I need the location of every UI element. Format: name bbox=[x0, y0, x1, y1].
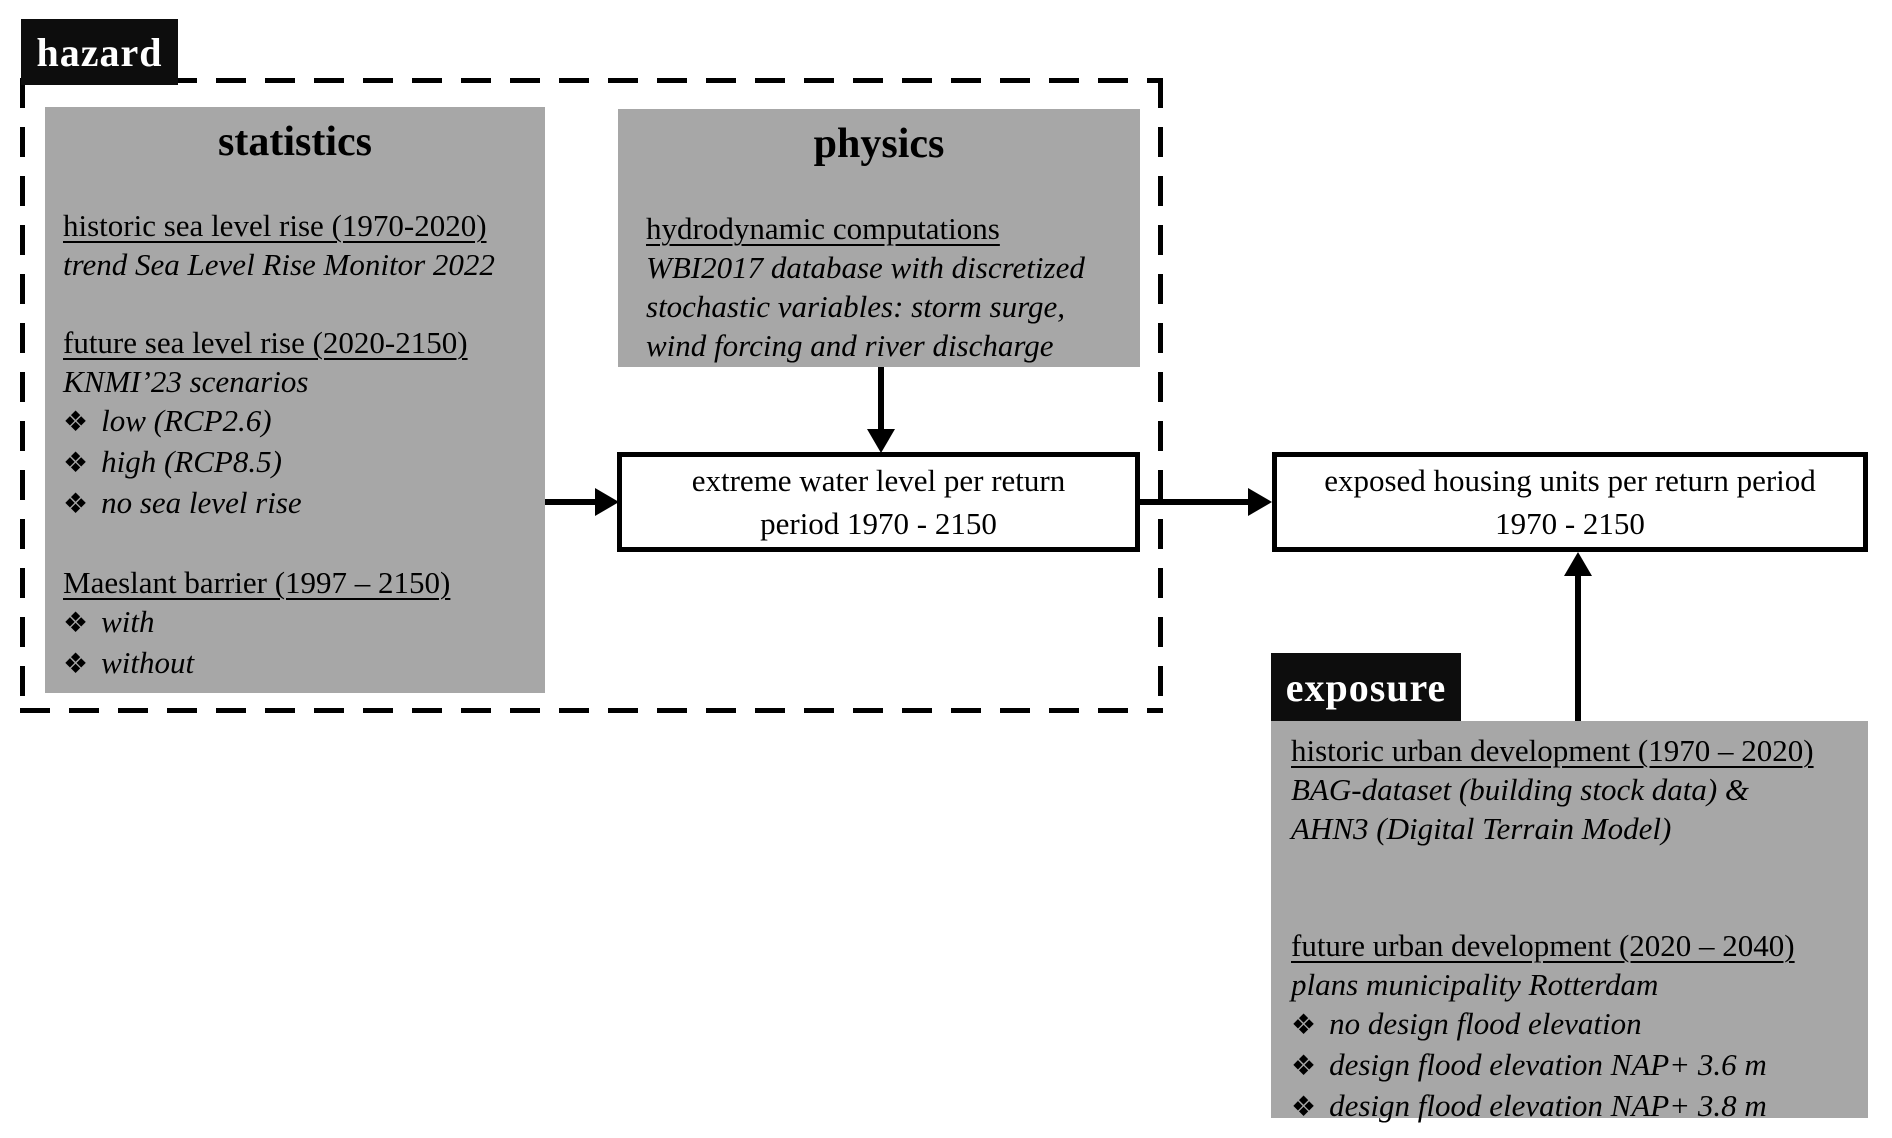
section-line: AHN3 (Digital Terrain Model) bbox=[1291, 811, 1672, 846]
bullet-text: without bbox=[101, 645, 195, 680]
node-text-line: 1970 - 2150 bbox=[1495, 506, 1645, 541]
hazard-region-border-bottom bbox=[20, 708, 1163, 713]
diamond-bullet-icon: ❖ bbox=[63, 608, 89, 639]
section-line: WBI2017 database with discretized bbox=[646, 250, 1085, 285]
section-heading: historic urban development (1970 – 2020) bbox=[1291, 733, 1814, 768]
section-heading: hydrodynamic computations bbox=[646, 211, 1000, 246]
node-text-line: extreme water level per return bbox=[691, 463, 1066, 498]
section-line: BAG-dataset (building stock data) & bbox=[1291, 772, 1750, 807]
extreme-water-level-node: extreme water level per return period 19… bbox=[617, 452, 1140, 552]
diamond-bullet-icon: ❖ bbox=[1291, 1092, 1317, 1123]
section-heading: Maeslant barrier (1997 – 2150) bbox=[63, 565, 451, 600]
hazard-region-border-right bbox=[1158, 78, 1163, 713]
arrow-physics-to-extreme bbox=[878, 367, 884, 431]
bullet-text: design flood elevation NAP+ 3.6 m bbox=[1329, 1047, 1767, 1082]
diamond-bullet-icon: ❖ bbox=[63, 448, 89, 479]
spacer bbox=[63, 524, 539, 563]
bullet-text: high (RCP8.5) bbox=[101, 444, 282, 479]
exposure-box: historic urban development (1970 – 2020)… bbox=[1271, 721, 1868, 1123]
bullet-item: ❖ with bbox=[63, 602, 539, 643]
node-text-line: exposed housing units per return period bbox=[1324, 463, 1816, 498]
arrowhead-down-icon bbox=[867, 429, 895, 453]
physics-content: hydrodynamic computations WBI2017 databa… bbox=[618, 209, 1140, 365]
diamond-bullet-icon: ❖ bbox=[1291, 1010, 1317, 1041]
spacer bbox=[1291, 848, 1862, 887]
section-heading: future urban development (2020 – 2040) bbox=[1291, 928, 1795, 963]
bullet-item: ❖ no sea level rise bbox=[63, 483, 539, 524]
hazard-section-label: hazard bbox=[21, 19, 178, 85]
exposed-housing-units-node: exposed housing units per return period … bbox=[1272, 452, 1868, 552]
section-heading: historic sea level rise (1970-2020) bbox=[63, 208, 487, 243]
bullet-text: design flood elevation NAP+ 3.8 m bbox=[1329, 1088, 1767, 1123]
arrowhead-right-icon bbox=[1248, 488, 1272, 516]
arrow-extreme-to-exposed bbox=[1140, 499, 1250, 505]
arrowhead-right-icon bbox=[595, 488, 619, 516]
bullet-item: ❖ low (RCP2.6) bbox=[63, 401, 539, 442]
bullet-item: ❖ high (RCP8.5) bbox=[63, 442, 539, 483]
diamond-bullet-icon: ❖ bbox=[63, 407, 89, 438]
bullet-text: with bbox=[101, 604, 155, 639]
section-heading: future sea level rise (2020-2150) bbox=[63, 325, 468, 360]
statistics-title: statistics bbox=[218, 119, 372, 165]
physics-box: physics hydrodynamic computations WBI201… bbox=[618, 109, 1140, 367]
spacer bbox=[1291, 887, 1862, 926]
section-line: plans municipality Rotterdam bbox=[1291, 967, 1659, 1002]
diamond-bullet-icon: ❖ bbox=[63, 649, 89, 680]
diamond-bullet-icon: ❖ bbox=[1291, 1051, 1317, 1082]
arrow-statistics-to-extreme bbox=[545, 499, 599, 505]
exposure-section-label: exposure bbox=[1271, 653, 1461, 721]
arrow-exposure-to-exposed bbox=[1575, 576, 1581, 721]
bullet-text: low (RCP2.6) bbox=[101, 403, 272, 438]
bullet-text: no sea level rise bbox=[101, 485, 302, 520]
exposure-content: historic urban development (1970 – 2020)… bbox=[1271, 731, 1868, 1127]
section-line: KNMI’23 scenarios bbox=[63, 364, 309, 399]
hazard-region-border-left bbox=[20, 78, 25, 713]
bullet-item: ❖ without bbox=[63, 643, 539, 684]
spacer bbox=[63, 284, 539, 323]
bullet-item: ❖ design flood elevation NAP+ 3.6 m bbox=[1291, 1045, 1862, 1086]
section-line: trend Sea Level Rise Monitor 2022 bbox=[63, 247, 495, 282]
diamond-bullet-icon: ❖ bbox=[63, 489, 89, 520]
bullet-item: ❖ no design flood elevation bbox=[1291, 1004, 1862, 1045]
section-line: wind forcing and river discharge bbox=[646, 328, 1054, 363]
hazard-region-border-top bbox=[20, 78, 1163, 83]
node-text-line: period 1970 - 2150 bbox=[760, 506, 997, 541]
section-line: stochastic variables: storm surge, bbox=[646, 289, 1066, 324]
statistics-box: statistics historic sea level rise (1970… bbox=[45, 107, 545, 693]
physics-title: physics bbox=[813, 121, 945, 167]
statistics-content: historic sea level rise (1970-2020) tren… bbox=[45, 206, 545, 684]
bullet-item: ❖ design flood elevation NAP+ 3.8 m bbox=[1291, 1086, 1862, 1127]
arrowhead-up-icon bbox=[1564, 552, 1592, 576]
bullet-text: no design flood elevation bbox=[1329, 1006, 1642, 1041]
